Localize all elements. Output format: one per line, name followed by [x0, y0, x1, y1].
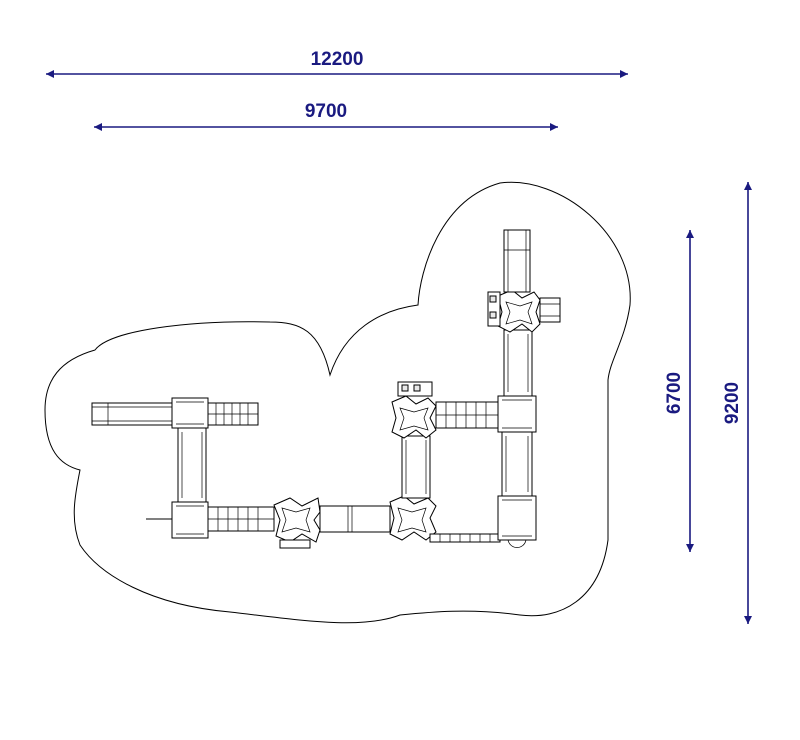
dimension-overall-width: 12200: [46, 49, 628, 78]
left-slide: [91, 402, 173, 426]
left-vertical-panel: [177, 427, 207, 503]
left-tower: [171, 397, 209, 429]
right-tower-lower: [497, 495, 537, 548]
middle-tube: [319, 505, 391, 533]
middle-top-hex-platform: [391, 381, 437, 439]
top-right-hex-platform: [487, 289, 541, 333]
middle-hex-platform: [389, 495, 437, 541]
left-hex-platform: [273, 497, 321, 549]
right-side-climber: [539, 297, 561, 323]
dimension-label-structure-width: 9700: [305, 101, 347, 122]
bottom-left-tower: [146, 501, 209, 539]
dimension-label-overall-depth: 9200: [722, 382, 743, 424]
dimension-overall-depth: 9200: [722, 182, 752, 624]
dimension-label-overall-width: 12200: [311, 49, 364, 70]
left-top-bridge: [207, 402, 259, 426]
dimension-structure-depth: 6700: [664, 230, 694, 552]
dimension-structure-width: 9700: [94, 101, 558, 131]
right-lower-panel: [501, 431, 533, 497]
right-tower-upper: [497, 395, 537, 433]
middle-top-bridge: [435, 401, 499, 429]
bottom-right-bridge: [429, 533, 501, 543]
dimension-label-structure-depth: 6700: [664, 372, 685, 414]
bottom-left-bridge: [207, 506, 275, 532]
middle-vertical-panel: [401, 435, 431, 499]
right-upper-panel: [503, 329, 533, 397]
top-slide: [503, 229, 531, 293]
